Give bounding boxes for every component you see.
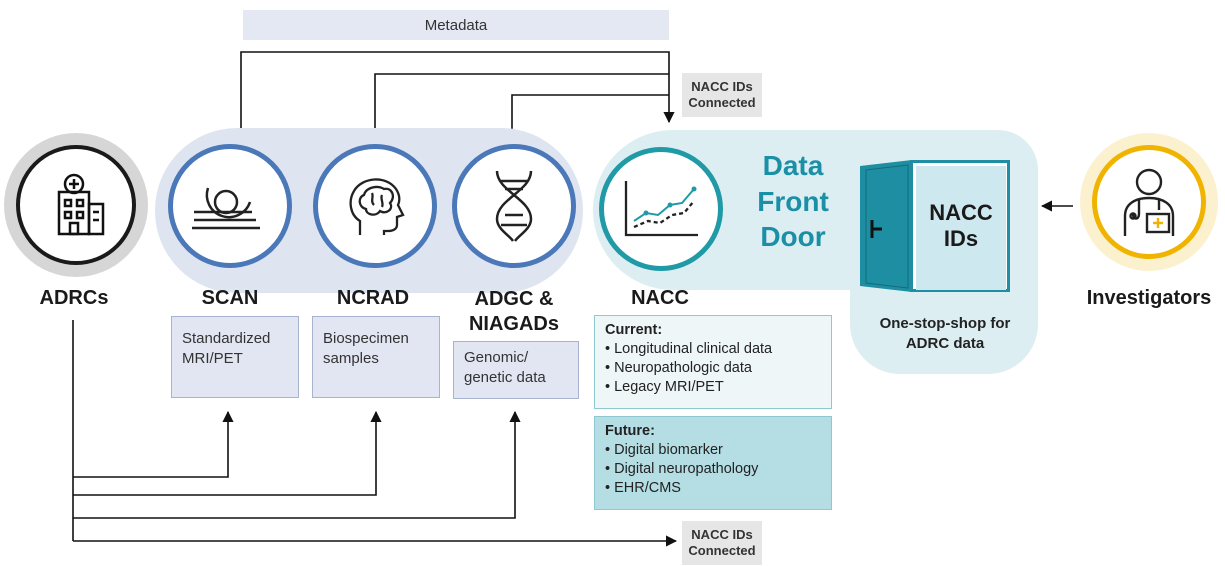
future-item: • Digital biomarker [605,442,723,458]
nacc-future-box: Future: • Digital biomarker • Digital ne… [594,416,832,510]
adgc-node [452,144,576,268]
scan-metadata-line [240,51,675,136]
mri-scanner-icon [192,187,260,230]
one-stop-caption: One-stop-shop for ADRC data [879,315,1011,353]
adgc-label: ADGC & NIAGADs [468,288,559,335]
future-item: • Digital neuropathology [605,461,759,478]
adrc-to-adgc-line [73,410,521,519]
nacc-ids-connected-label: NACC IDs Connected [688,526,756,558]
current-item: • Longitudinal clinical data [605,341,773,357]
adrcs-label: ADRCs [39,287,109,309]
current-item: • Legacy MRI/PET [605,379,724,396]
hospital-building-icon [57,173,105,236]
current-heading: Current: [605,322,663,338]
brain-head-icon [349,178,405,235]
door-label: NACC IDs [929,200,993,252]
line-chart-icon [624,181,698,237]
adrc-to-scan-line [73,410,234,478]
open-door-icon [860,160,912,292]
nacc-ids-connected-label: NACC IDs Connected [688,78,756,110]
current-item: • Neuropathologic data [605,360,752,377]
data-front-door-title: Data Front Door [757,150,829,253]
dna-helix-icon [495,170,533,242]
ncrad-desc: Biospecimen samples [323,330,409,368]
adgc-desc: Genomic/ genetic data [464,349,546,387]
scan-label: SCAN [201,287,259,309]
ncrad-desc-box: Biospecimen samples [312,316,440,398]
metadata-label: Metadata [424,16,488,34]
nacc-label: NACC [631,287,689,309]
future-item: • EHR/CMS [605,480,681,497]
ncrad-node [313,144,437,268]
door-interior [916,166,1006,290]
metadata-bar: Metadata [243,10,669,40]
scan-desc-box: Standardized MRI/PET [171,316,299,398]
nacc-current-box: Current: • Longitudinal clinical data • … [594,315,832,409]
adrc-to-ncrad-line [73,410,382,496]
adgc-metadata-line [511,94,669,136]
nacc-ids-connected-top: NACC IDs Connected [682,73,762,117]
ncrad-metadata-line [374,73,669,136]
adgc-desc-box: Genomic/ genetic data [453,341,579,399]
nacc-node [599,147,723,271]
ncrad-label: NCRAD [336,287,410,309]
scan-node [168,144,292,268]
future-heading: Future: [605,423,655,439]
scan-desc: Standardized MRI/PET [182,330,271,368]
nacc-ids-connected-bottom: NACC IDs Connected [682,521,762,565]
investigators-node [1092,145,1206,259]
investigators-label: Investigators [1086,287,1212,309]
doctor-icon [1123,168,1175,236]
adrcs-node [16,145,136,265]
